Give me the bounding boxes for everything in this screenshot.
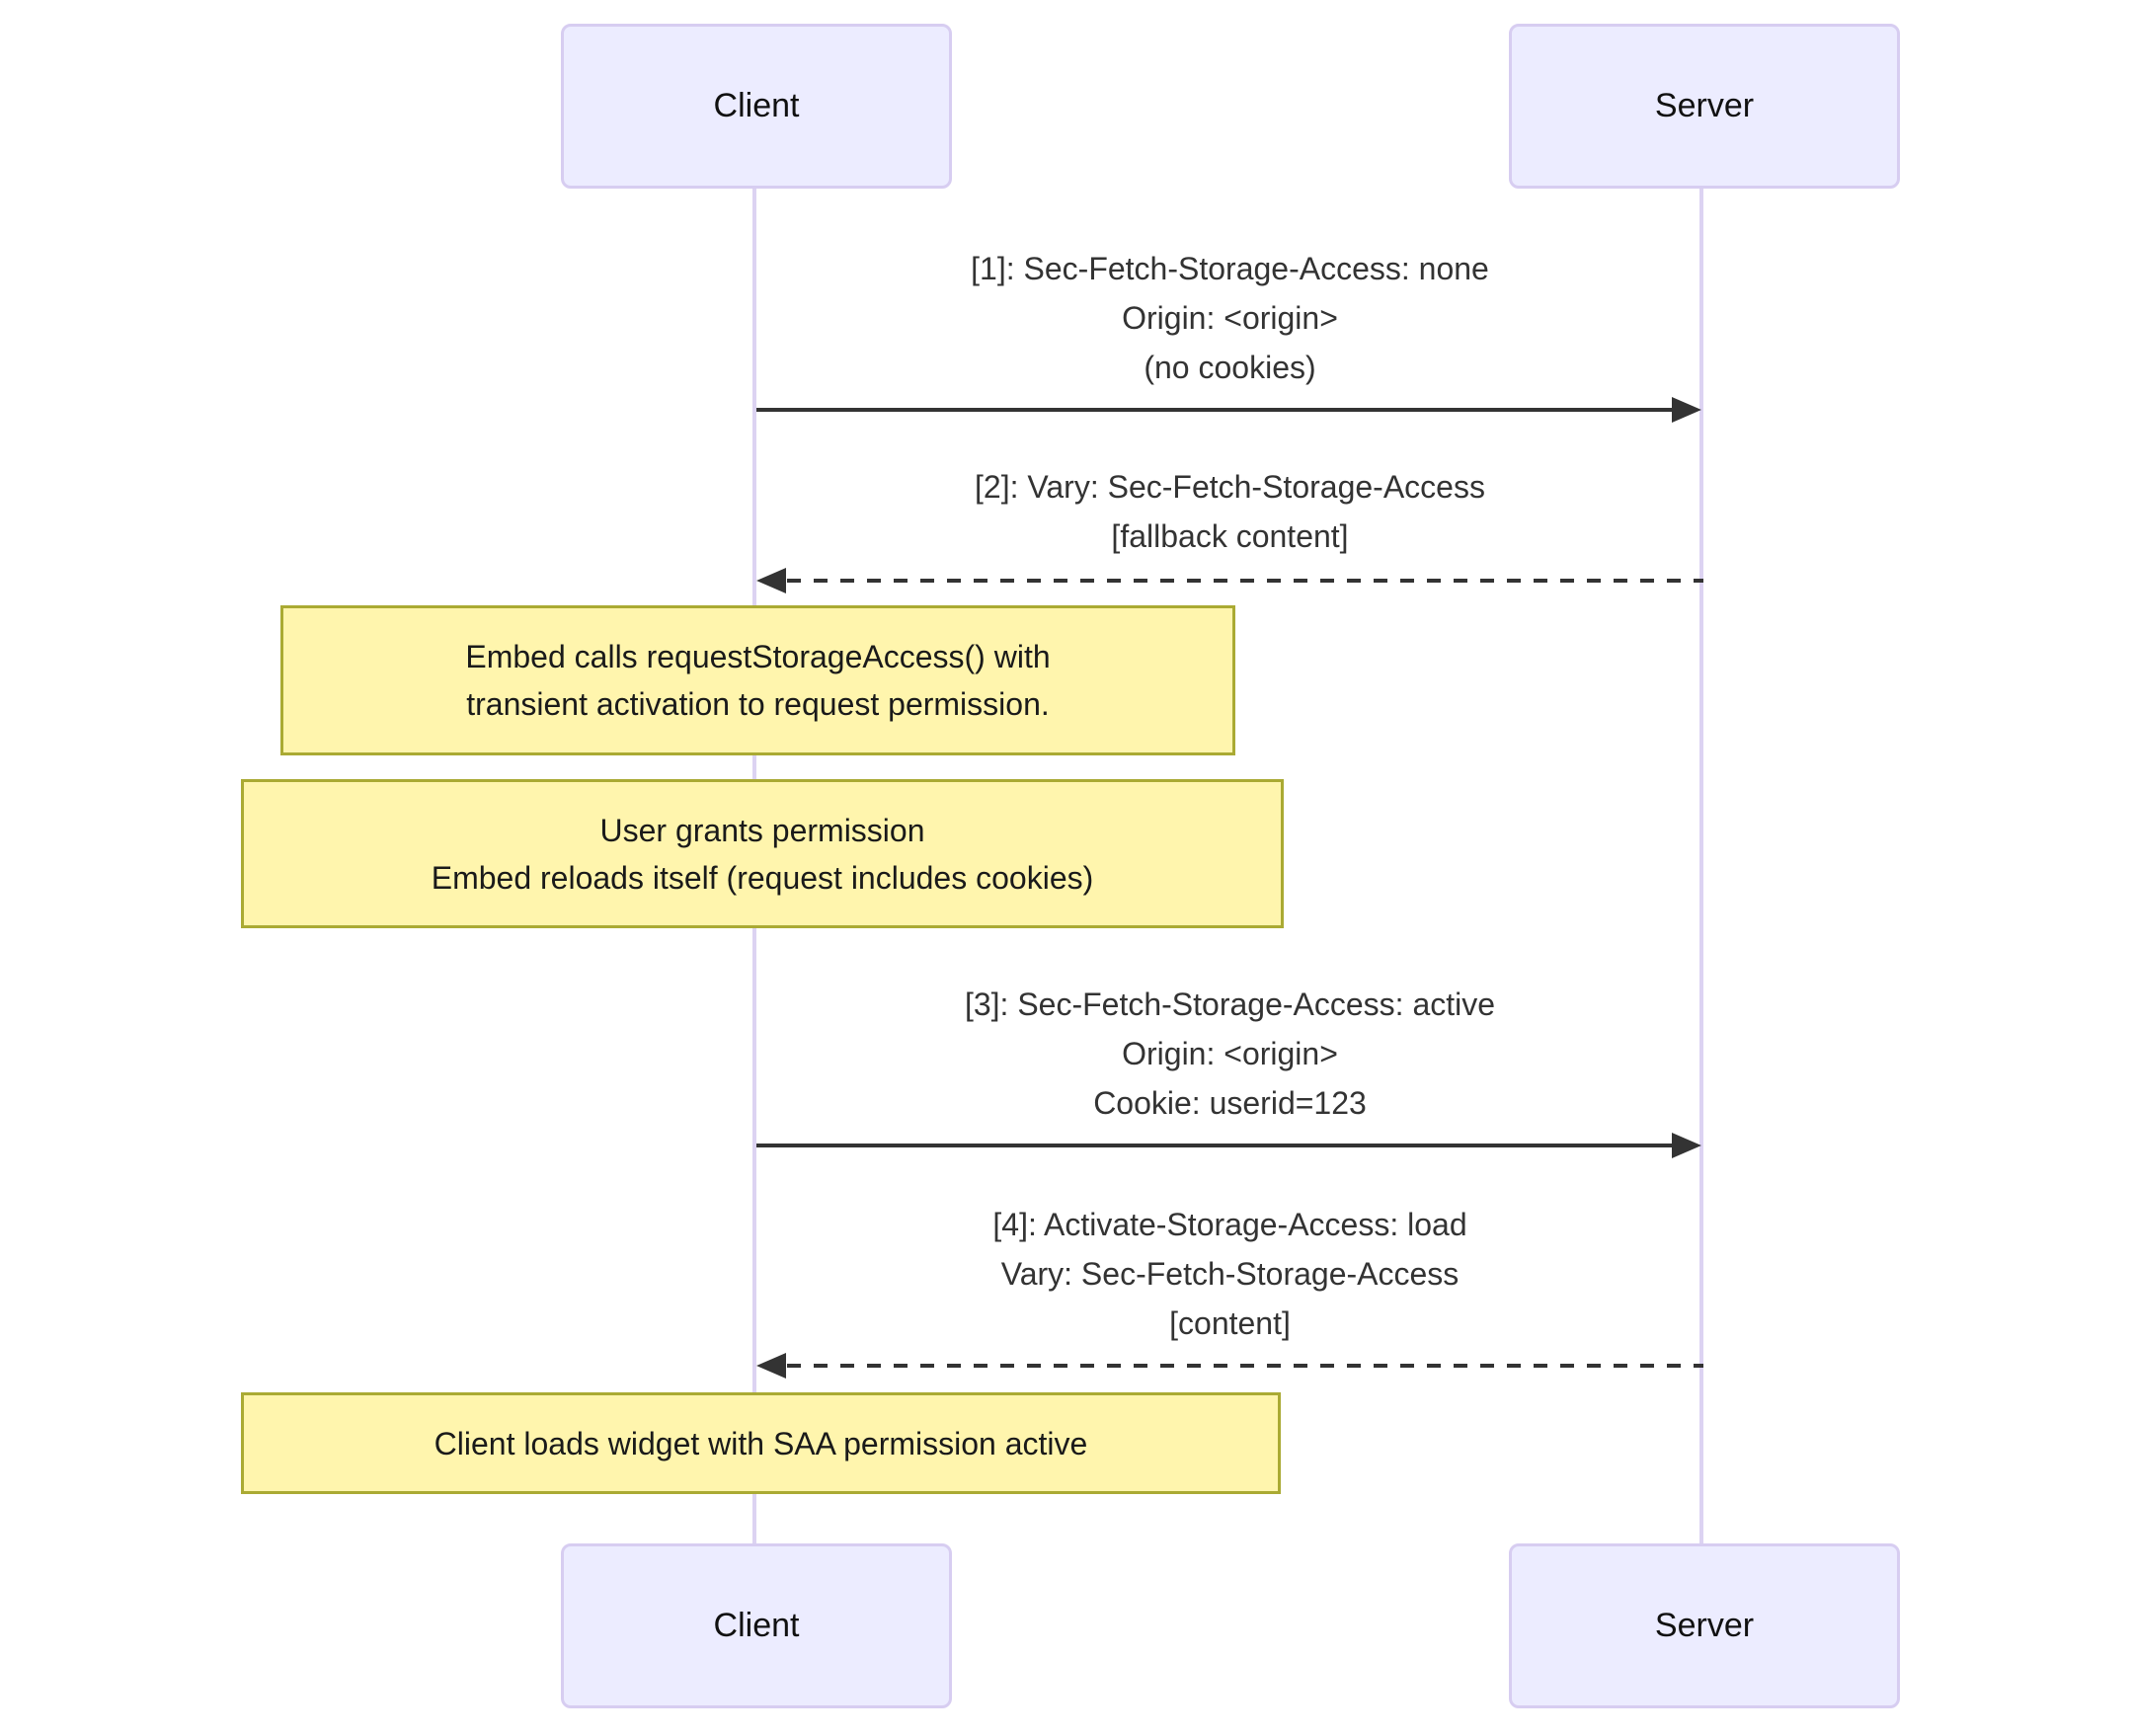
message-3-line-1: [3]: Sec-Fetch-Storage-Access: active — [964, 986, 1496, 1022]
message-4-label: [4]: Activate-Storage-Access: load Vary:… — [756, 1200, 1703, 1348]
note-1-line-2: transient activation to request permissi… — [466, 686, 1050, 722]
message-1-arrowhead-icon — [1672, 397, 1701, 423]
actor-box-client-bottom: Client — [561, 1543, 952, 1708]
message-1-line-2: Origin: <origin> — [1122, 300, 1338, 336]
note-1: Embed calls requestStorageAccess() with … — [280, 605, 1235, 755]
message-4-line-3: [content] — [1169, 1305, 1291, 1341]
note-2-line-2: Embed reloads itself (request includes c… — [431, 859, 1094, 896]
message-4-line-2: Vary: Sec-Fetch-Storage-Access — [1000, 1256, 1460, 1292]
message-3-line-3: Cookie: userid=123 — [1093, 1085, 1367, 1121]
actor-box-server-top: Server — [1509, 24, 1900, 189]
message-2-label: [2]: Vary: Sec-Fetch-Storage-Access [fal… — [756, 462, 1703, 561]
actor-box-server-bottom: Server — [1509, 1543, 1900, 1708]
note-2-line-1: User grants permission — [599, 812, 925, 848]
message-4-arrowhead-icon — [756, 1353, 786, 1379]
actor-label-client-top: Client — [713, 87, 800, 124]
actor-box-client-top: Client — [561, 24, 952, 189]
message-3-arrow-line — [756, 1144, 1676, 1147]
message-1-line-3: (no cookies) — [1144, 350, 1316, 385]
lifeline-server — [1699, 189, 1703, 1543]
message-3-line-2: Origin: <origin> — [1122, 1036, 1338, 1071]
note-3: Client loads widget with SAA permission … — [241, 1392, 1281, 1494]
note-2: User grants permission Embed reloads its… — [241, 779, 1284, 928]
note-3-line-1: Client loads widget with SAA permission … — [434, 1425, 1088, 1461]
message-4-arrow-line — [787, 1364, 1703, 1368]
message-2-arrow-line — [787, 579, 1703, 583]
message-1-arrow-line — [756, 408, 1676, 412]
message-3-arrowhead-icon — [1672, 1133, 1701, 1158]
message-1-label: [1]: Sec-Fetch-Storage-Access: none Orig… — [756, 244, 1703, 392]
actor-label-server-bottom: Server — [1654, 1607, 1755, 1644]
message-1-line-1: [1]: Sec-Fetch-Storage-Access: none — [971, 251, 1489, 286]
note-1-line-1: Embed calls requestStorageAccess() with — [465, 639, 1051, 674]
message-2-line-2: [fallback content] — [1111, 518, 1349, 554]
message-3-label: [3]: Sec-Fetch-Storage-Access: active Or… — [756, 980, 1703, 1128]
message-2-line-1: [2]: Vary: Sec-Fetch-Storage-Access — [975, 469, 1485, 505]
actor-label-server-top: Server — [1654, 87, 1755, 124]
message-4-line-1: [4]: Activate-Storage-Access: load — [992, 1207, 1467, 1242]
message-2-arrowhead-icon — [756, 568, 786, 593]
actor-label-client-bottom: Client — [713, 1607, 800, 1644]
